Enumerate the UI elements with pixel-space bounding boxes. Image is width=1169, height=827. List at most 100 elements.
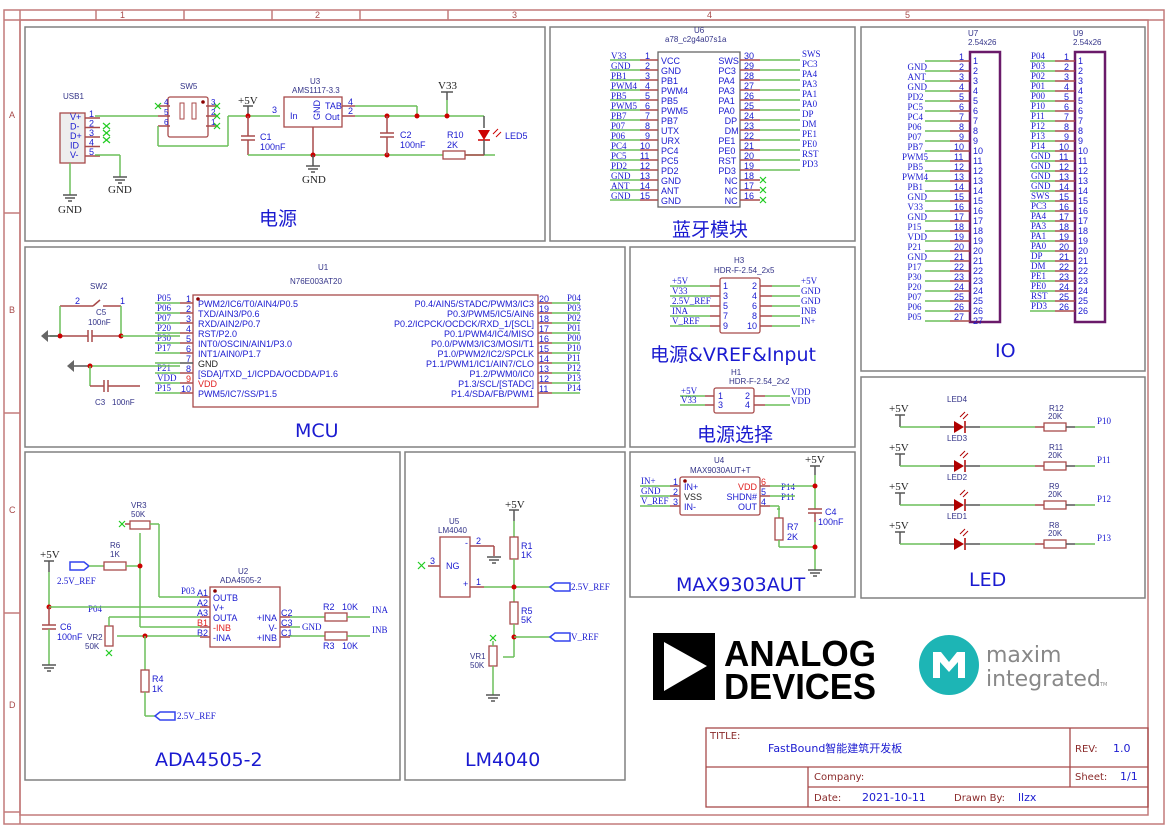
resistor-r12[interactable] [1043, 422, 1067, 432]
svg-text:1: 1 [211, 118, 216, 127]
r4-resistor[interactable] [140, 669, 150, 693]
section-title-power-select: 电源选择 [697, 424, 773, 446]
u7-pin-number: 19 [954, 232, 964, 242]
usb-connector-body[interactable] [59, 112, 86, 164]
r1-resistor[interactable] [509, 536, 519, 560]
bt-pin-name: GND [661, 196, 682, 206]
r6-resistor[interactable] [103, 561, 127, 571]
no-connect-icon [759, 176, 767, 184]
u9-pin-number: 18 [1059, 222, 1069, 232]
mcu-net-label: P01 [567, 323, 581, 333]
resistor-r8[interactable] [1043, 539, 1067, 549]
mcu-pin-name: P1.3/SCL/[STADC] [458, 379, 534, 389]
vr3-potentiometer[interactable] [129, 520, 151, 530]
u7-pin-number: 22 [954, 262, 964, 272]
bt-pin-number: 19 [744, 161, 754, 171]
u7-pin-index: 7 [973, 116, 978, 126]
zone-column-label: 4 [707, 10, 712, 20]
r6-value: 1K [110, 550, 120, 559]
u7-pin-number: 10 [954, 142, 964, 152]
h1-net-label: VDD [791, 396, 811, 406]
u9-header[interactable] [1073, 50, 1107, 324]
r3-ref: R3 [323, 641, 335, 651]
u7-net-label: ANT [908, 72, 927, 82]
u9-net-label: DM [1031, 261, 1046, 271]
h1-header[interactable] [713, 387, 755, 414]
u9-pin-number: 2 [1064, 62, 1069, 72]
u1-mcu-body[interactable] [192, 294, 539, 408]
bt-net-label: ANT [611, 181, 630, 191]
u4-net-label: GND [641, 486, 661, 496]
resistor-r11[interactable] [1043, 461, 1067, 471]
u4-pin-number: 3 [673, 497, 678, 507]
no-connect-icon [759, 196, 767, 204]
mcu-pin-number: 16 [539, 334, 549, 344]
mcu-pin-number: 8 [186, 364, 191, 374]
u2-opamp-body[interactable] [209, 586, 281, 648]
u7-pin-number: 14 [954, 182, 964, 192]
r3-resistor[interactable] [324, 631, 348, 641]
u7-pin-index: 8 [973, 126, 978, 136]
u4-pin-number: 4 [761, 497, 766, 507]
led-icon [954, 460, 964, 472]
r7-resistor[interactable] [774, 517, 784, 541]
mcu-pin-name: INT1/AIN0/P1.7 [198, 349, 261, 359]
svg-text:Out: Out [325, 112, 340, 122]
bt-net-label: PWM5 [611, 101, 638, 111]
u6-module-body[interactable] [657, 51, 741, 208]
r10-resistor[interactable] [442, 150, 466, 160]
led-net-label: P10 [1097, 416, 1112, 426]
u3-regulator-body[interactable] [283, 96, 343, 128]
net-2v5-ref: 2.5V_REF [57, 576, 96, 586]
r2-resistor[interactable] [324, 612, 348, 622]
bt-pin-number: 28 [744, 71, 754, 81]
h3-pin-number: 2 [752, 281, 757, 291]
mcu-pin-number: 4 [186, 324, 191, 334]
c6-ref: C6 [60, 622, 72, 632]
vr2-potentiometer[interactable] [104, 625, 114, 647]
c1-value: 100nF [260, 142, 286, 152]
bt-net-label: PB1 [611, 71, 627, 81]
u4-net-label: P14 [781, 482, 796, 492]
header-section: H3 HDR-F-2.54_2x5 1+5V3V3352.5V_REF7INA9… [650, 256, 821, 446]
bt-pin-number: 10 [640, 141, 650, 151]
u7-net-label: P17 [908, 262, 923, 272]
bt-pin-number: 8 [645, 121, 650, 131]
bt-net-label: DP [802, 109, 814, 119]
svg-text:-: - [465, 538, 468, 548]
resistor-r9[interactable] [1043, 500, 1067, 510]
usb-pin-name: ID [70, 141, 80, 151]
usb1-ref: USB1 [63, 92, 84, 101]
r4-value: 1K [152, 684, 163, 694]
bt-net-label: PWM4 [611, 81, 638, 91]
u7-header[interactable] [968, 50, 1002, 324]
u9-net-label: P14 [1031, 141, 1046, 151]
r5-resistor[interactable] [509, 601, 519, 625]
h3-net-label: INA [672, 306, 688, 316]
mcu-pin-name: P0.3/PWM5/IC5/AIN6 [447, 309, 534, 319]
usb-pin-number: 5 [89, 147, 94, 157]
u7-pin-number: 20 [954, 242, 964, 252]
u5-reference-body[interactable] [439, 536, 471, 598]
sw5-body[interactable] [167, 96, 209, 138]
u7-pin-number: 15 [954, 192, 964, 202]
vr3-value: 50K [131, 510, 146, 519]
section-title-power: 电源 [259, 208, 297, 230]
u2-pin-number: B2 [197, 628, 208, 638]
u9-pin-index: 22 [1078, 266, 1088, 276]
bt-pin-number: 17 [744, 181, 754, 191]
mcu-pin-name: P1.1/PWM1/IC1/AIN7/CLO [426, 359, 534, 369]
svg-text:ANALOG: ANALOG [724, 633, 876, 674]
sheet-value: 1/1 [1120, 770, 1138, 783]
vr1-potentiometer[interactable] [488, 645, 498, 667]
u9-part: 2.54x26 [1073, 38, 1102, 47]
u7-pin-index: 10 [973, 146, 983, 156]
section-title-header: 电源&VREF&Input [650, 344, 816, 366]
u7-net-label: P06 [908, 302, 923, 312]
u9-net-label: P01 [1031, 81, 1045, 91]
led-ref: LED3 [947, 434, 968, 443]
u7-net-label: PB1 [908, 182, 924, 192]
c5-ref: C5 [96, 308, 107, 317]
